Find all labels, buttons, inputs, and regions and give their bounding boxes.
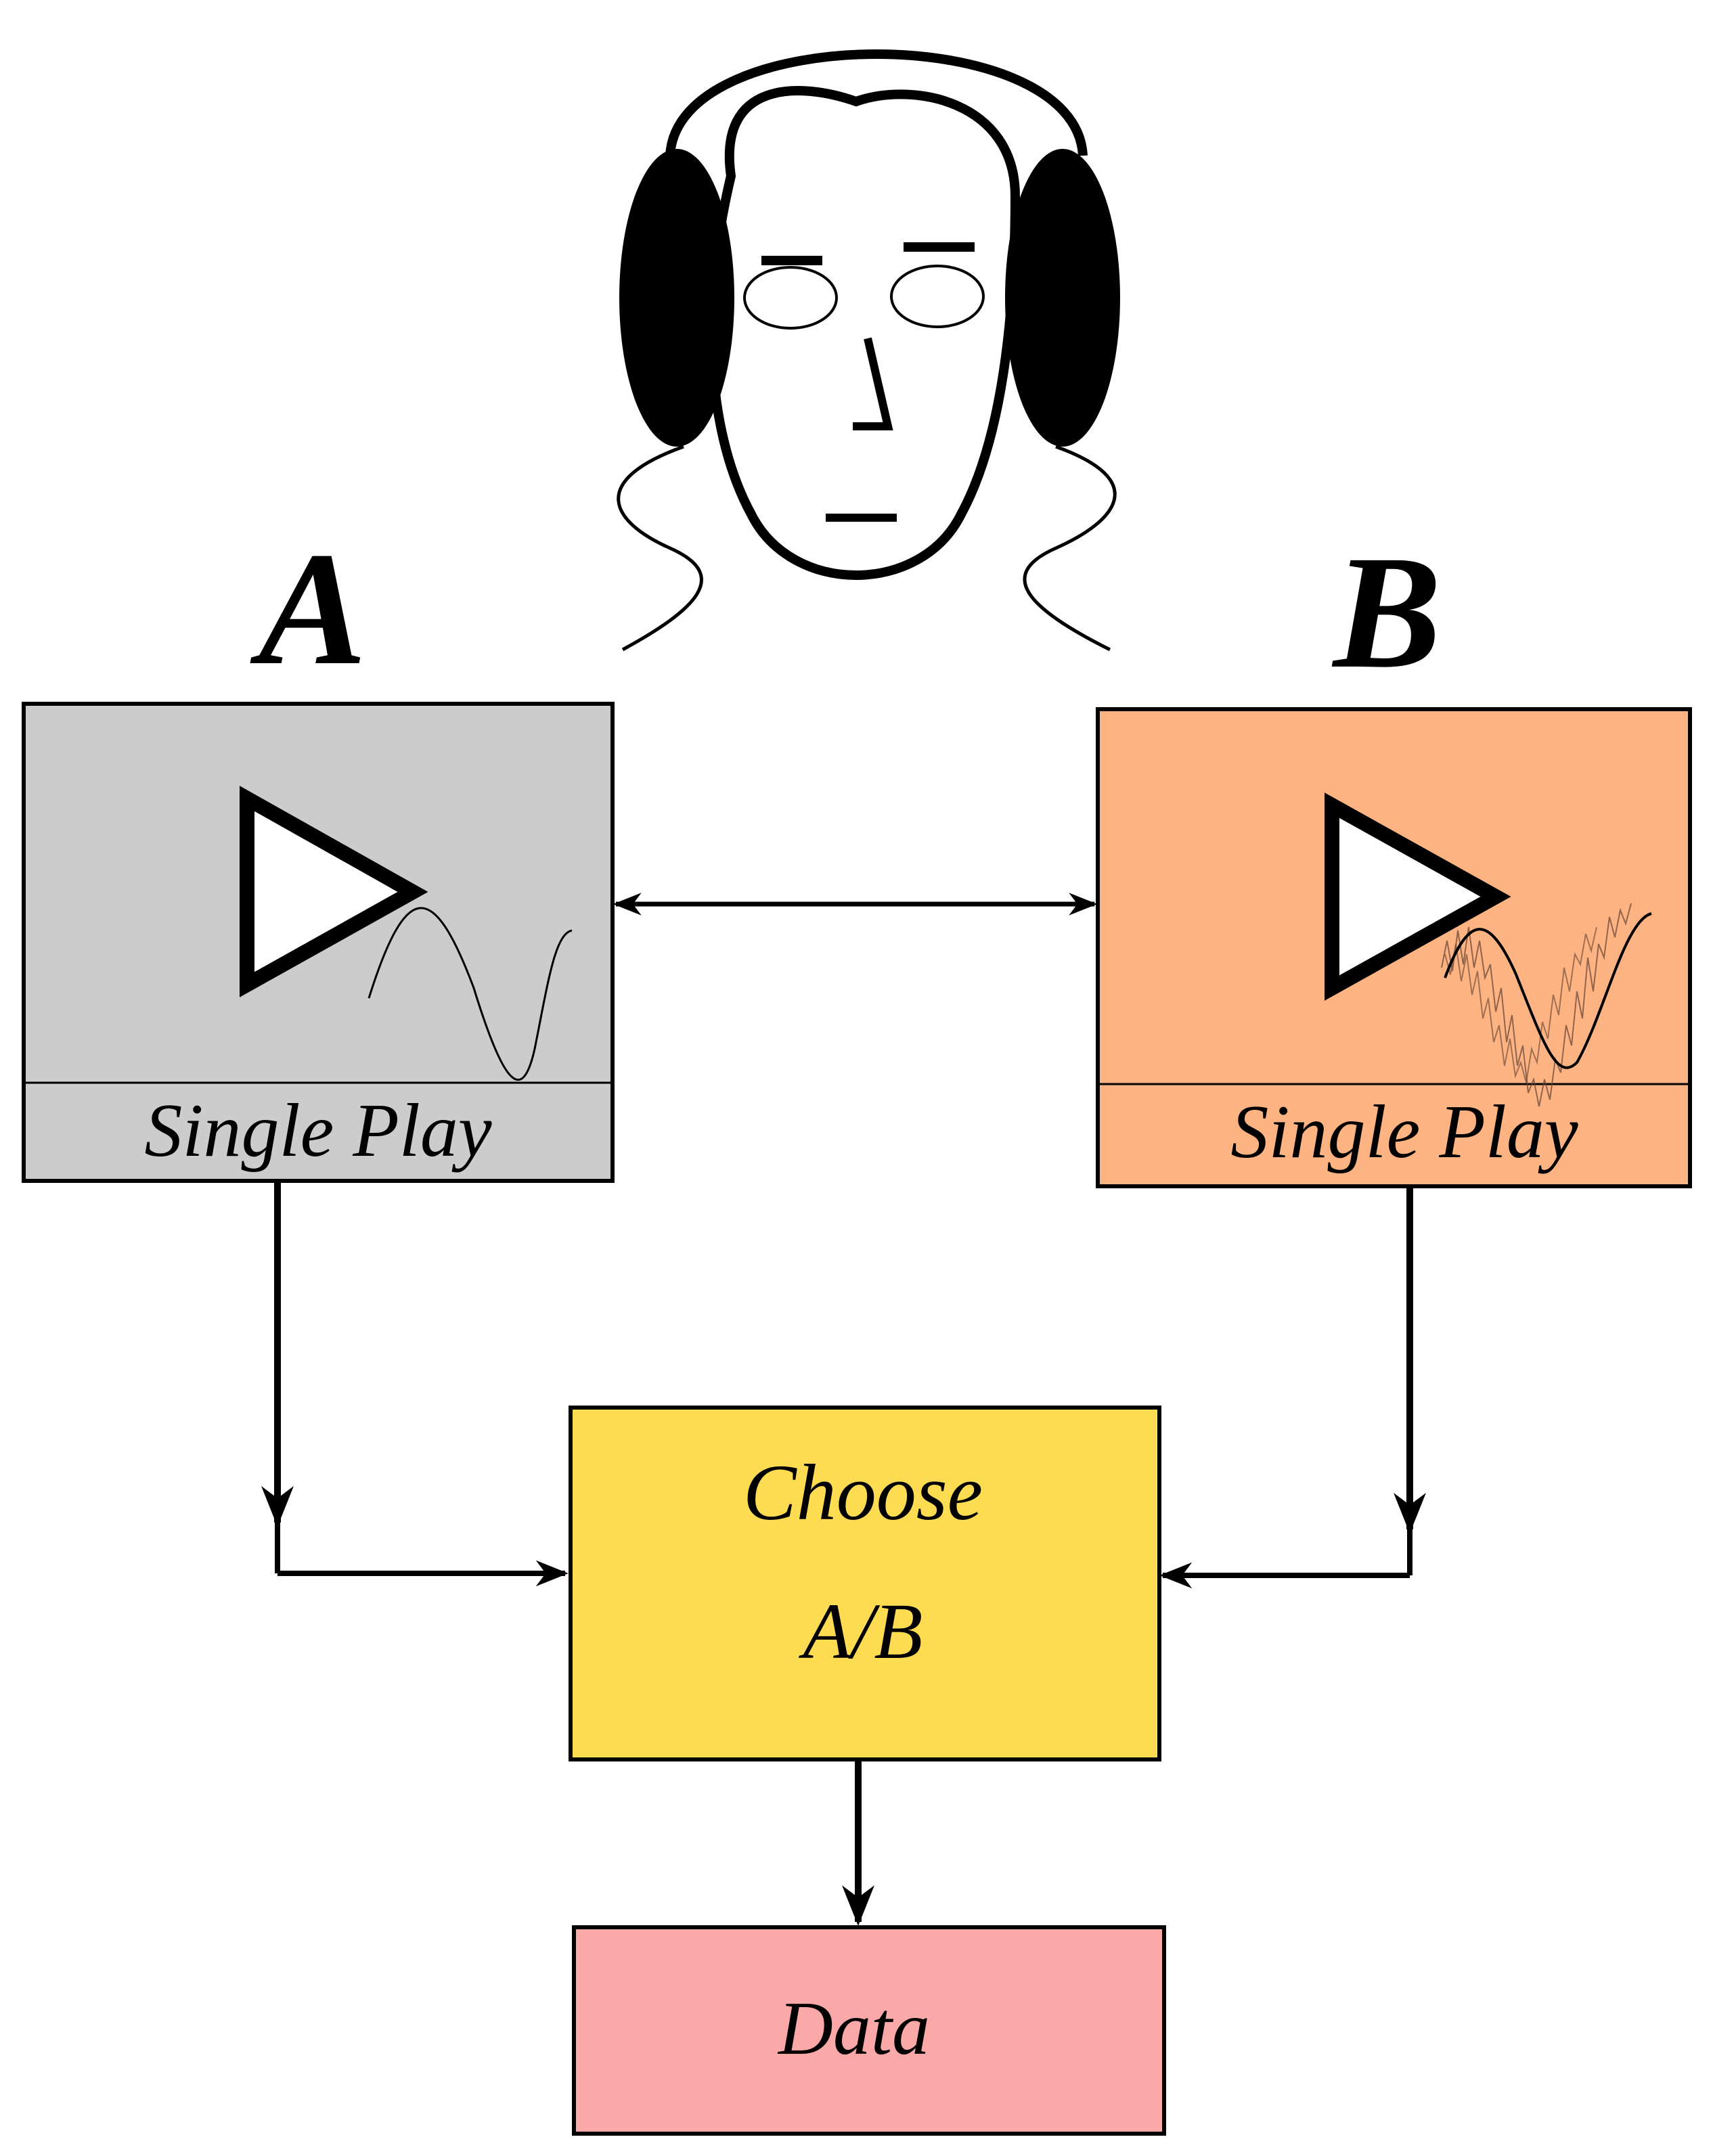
noise-band <box>1441 903 1632 1107</box>
noisy-sine-wave-icon <box>1441 903 1652 1107</box>
data-label: Data <box>777 1987 930 2071</box>
right-eye <box>890 265 985 328</box>
play-triangle-icon <box>240 786 428 997</box>
choose-box-frame <box>569 1406 1161 1761</box>
listener-icon <box>617 49 1120 652</box>
right-ear-cup <box>1005 149 1120 447</box>
box-b: Single Play <box>1096 707 1692 1188</box>
box-a-caption: Single Play <box>144 1089 491 1173</box>
choose-label: Choose <box>743 1448 983 1537</box>
sine-wave-icon <box>368 907 573 1081</box>
data-box: Data <box>572 1925 1166 2136</box>
clean-sine <box>1444 912 1652 1069</box>
left-ear-cup <box>619 149 734 447</box>
label-a: A <box>250 518 367 698</box>
choose-ab-label: A/B <box>799 1587 923 1676</box>
choose-box: Choose A/B <box>569 1406 1161 1761</box>
left-cord <box>617 445 703 652</box>
noise-band-2 <box>1444 926 1597 1083</box>
box-a: Single Play <box>22 702 615 1183</box>
face <box>707 86 1021 580</box>
play-triangle-icon <box>1325 792 1511 1001</box>
label-b: B <box>1331 522 1442 702</box>
right-cord <box>1023 445 1117 652</box>
left-eye <box>743 266 838 330</box>
headband <box>665 49 1088 156</box>
data-box-frame <box>572 1925 1166 2136</box>
box-b-caption: Single Play <box>1230 1090 1578 1174</box>
nose <box>853 337 893 430</box>
